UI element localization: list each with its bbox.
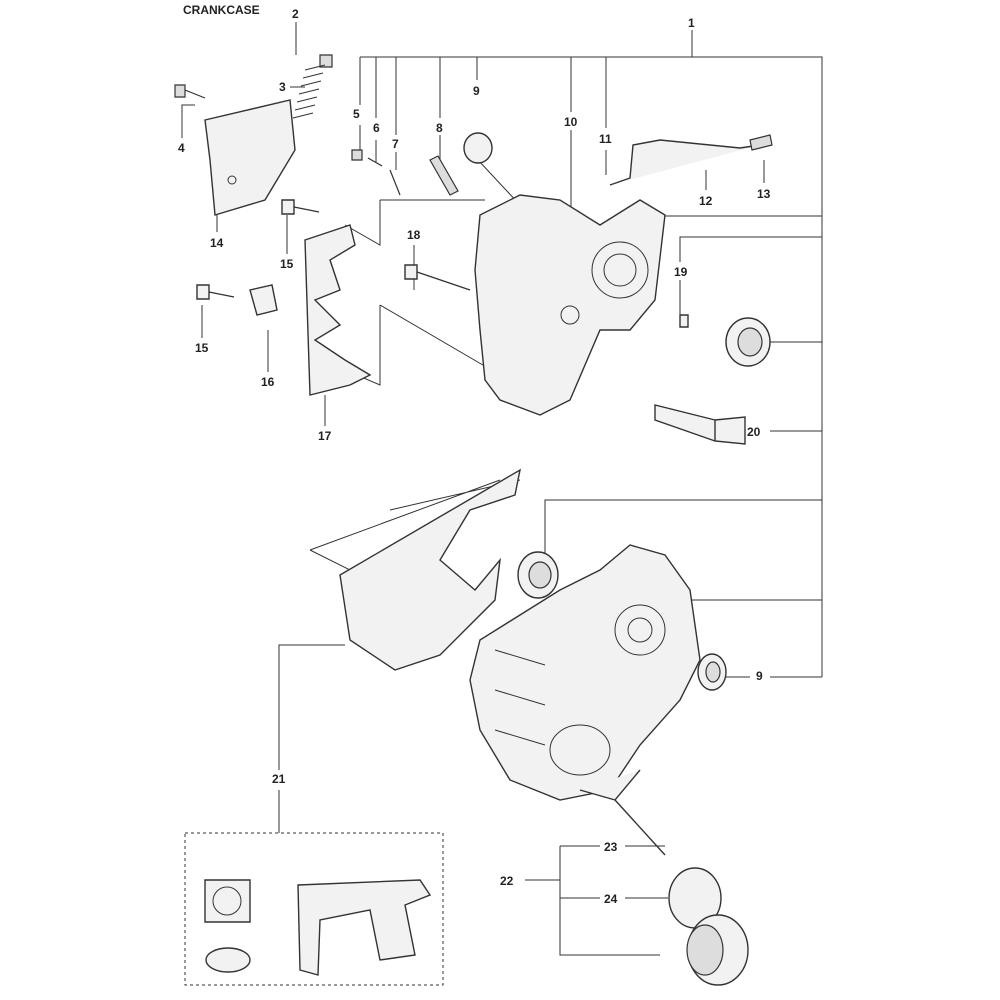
gasket-large — [339, 468, 521, 671]
gasket-kit-cylinder — [204, 879, 251, 923]
pin-19 — [679, 314, 689, 328]
diagram-title: CRANKCASE — [183, 3, 260, 17]
callout-9-top: 9 — [473, 84, 480, 98]
callout-19: 19 — [674, 265, 688, 279]
callout-2: 2 — [292, 7, 299, 21]
callout-13: 13 — [757, 187, 771, 201]
callout-5: 5 — [353, 107, 360, 121]
screw-4 — [174, 84, 206, 99]
pin-8 — [429, 155, 459, 196]
callout-4: 4 — [178, 141, 185, 155]
bracket-16 — [249, 284, 278, 316]
fitting-13 — [749, 134, 773, 151]
gasket-kit-box — [184, 832, 444, 986]
callout-1: 1 — [688, 16, 695, 30]
gasket-kit-crankcase — [297, 879, 432, 976]
small-parts-5-6-7 — [351, 149, 401, 196]
bearing-lower — [517, 551, 559, 599]
gasket-kit-muffler — [205, 947, 251, 973]
plate-14 — [204, 99, 296, 216]
fuel-hose-23 — [579, 769, 666, 856]
callout-21: 21 — [272, 772, 286, 786]
plate-17 — [304, 224, 372, 396]
callout-20: 20 — [747, 425, 761, 439]
tank-cap-22 — [686, 914, 749, 986]
sleeve-20 — [654, 404, 746, 445]
callout-9-lower: 9 — [756, 669, 763, 683]
callout-18: 18 — [407, 228, 421, 242]
callout-8: 8 — [436, 121, 443, 135]
crankcase-half-lower — [469, 544, 701, 801]
callout-10: 10 — [564, 115, 578, 129]
callout-23: 23 — [604, 840, 618, 854]
tube-12 — [609, 139, 761, 186]
seal-9-lower — [697, 653, 727, 691]
screw-15-upper — [281, 199, 320, 215]
callout-7: 7 — [392, 137, 399, 151]
screw-2 — [319, 54, 333, 68]
callouts: 1 2 3 4 5 6 7 8 9 10 11 12 13 14 15 15 1… — [178, 7, 771, 906]
callout-22: 22 — [500, 874, 514, 888]
callout-12: 12 — [699, 194, 713, 208]
screw-18 — [404, 264, 471, 291]
callout-3: 3 — [279, 80, 286, 94]
callout-15-upper: 15 — [280, 257, 294, 271]
crankcase-half-upper — [474, 194, 666, 416]
callout-6: 6 — [373, 121, 380, 135]
callout-14: 14 — [210, 236, 224, 250]
callout-24: 24 — [604, 892, 618, 906]
screw-15-lower — [196, 284, 235, 300]
spring-3 — [292, 64, 326, 119]
bearing-upper — [725, 317, 771, 367]
callout-17: 17 — [318, 429, 332, 443]
callout-11: 11 — [599, 132, 612, 146]
seal-9-top — [463, 132, 493, 164]
callout-15-lower: 15 — [195, 341, 209, 355]
callout-16: 16 — [261, 375, 275, 389]
